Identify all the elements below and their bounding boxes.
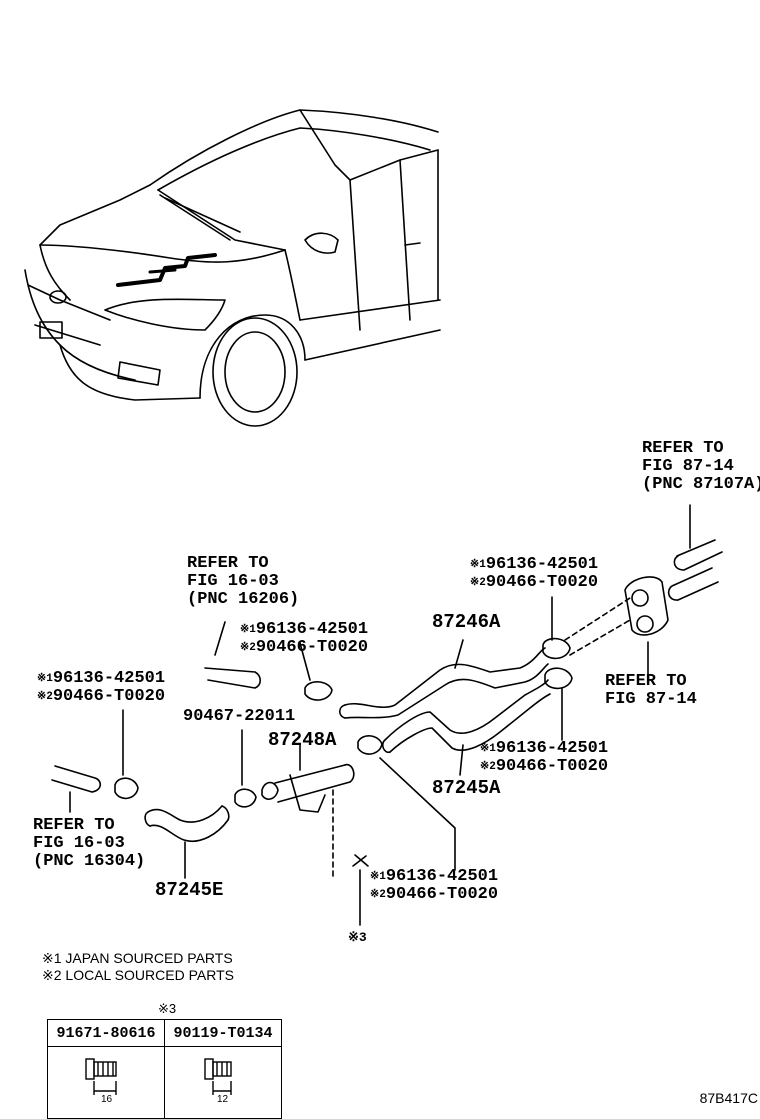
bolt-mark-label: ※3 bbox=[348, 930, 367, 945]
table-cell-bolt2: 12 bbox=[164, 1046, 282, 1119]
bolt1-length: 16 bbox=[101, 1094, 113, 1105]
clamp-label-d: ※196136-42501 ※290466-T0020 bbox=[480, 739, 609, 776]
refer-label-right: REFER TO FIG 87-14 bbox=[605, 672, 697, 709]
part-label-87246a: 87246A bbox=[432, 611, 501, 633]
part-label-87245a: 87245A bbox=[432, 777, 501, 799]
note-japan-sourced: ※1 JAPAN SOURCED PARTS bbox=[42, 950, 233, 966]
bolt1-icon bbox=[85, 1058, 117, 1095]
clamp-label-e: ※196136-42501 ※290466-T0020 bbox=[370, 867, 499, 904]
refer-label-top-right: REFER TO FIG 87-14 (PNC 87107A) bbox=[642, 439, 760, 494]
part-label-87248a: 87248A bbox=[268, 729, 337, 751]
table-header-col1: 91671-80616 bbox=[47, 1019, 165, 1047]
table-cell-bolt1: 16 bbox=[47, 1046, 165, 1119]
table-header-col2: 90119-T0134 bbox=[164, 1019, 282, 1047]
clamp-label-c: ※196136-42501 ※290466-T0020 bbox=[37, 669, 166, 706]
note-local-sourced: ※2 LOCAL SOURCED PARTS bbox=[42, 967, 234, 983]
table-title: ※3 bbox=[158, 1001, 177, 1016]
part-label-87245e: 87245E bbox=[155, 879, 224, 901]
refer-label-bottom-left: REFER TO FIG 16-03 (PNC 16304) bbox=[33, 816, 146, 871]
part-label-90467: 90467-22011 bbox=[183, 707, 296, 726]
bolt2-icon bbox=[204, 1058, 232, 1095]
clamp-label-b: ※196136-42501 ※290466-T0020 bbox=[240, 620, 369, 657]
bolt-reference-table: 91671-80616 90119-T0134 16 12 bbox=[47, 1019, 282, 1119]
figure-code: 87B417C bbox=[699, 1090, 758, 1106]
car-illustration bbox=[24, 109, 441, 427]
refer-label-mid-left: REFER TO FIG 16-03 (PNC 16206) bbox=[187, 554, 300, 609]
hose-assembly bbox=[51, 504, 723, 926]
bolt2-length: 12 bbox=[217, 1094, 229, 1105]
clamp-label-a: ※196136-42501 ※290466-T0020 bbox=[470, 555, 599, 592]
